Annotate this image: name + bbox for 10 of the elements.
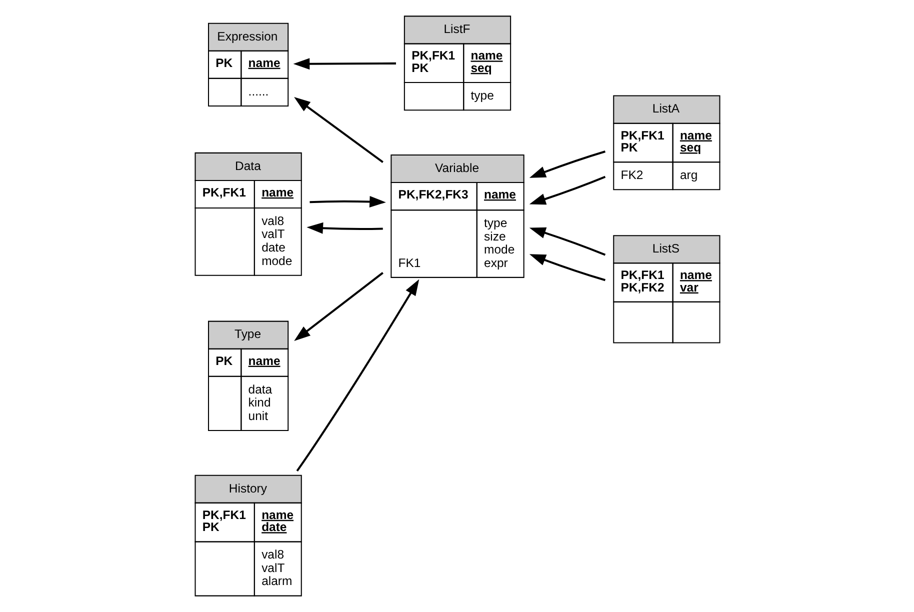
arrow <box>528 254 605 282</box>
arrow <box>309 196 386 208</box>
arrow <box>528 150 605 178</box>
arrow <box>306 222 382 234</box>
arrow <box>296 279 419 472</box>
arrow <box>294 96 383 163</box>
arrow <box>292 58 396 70</box>
arrow <box>294 272 383 341</box>
arrow <box>528 176 606 205</box>
arrow <box>528 227 606 256</box>
